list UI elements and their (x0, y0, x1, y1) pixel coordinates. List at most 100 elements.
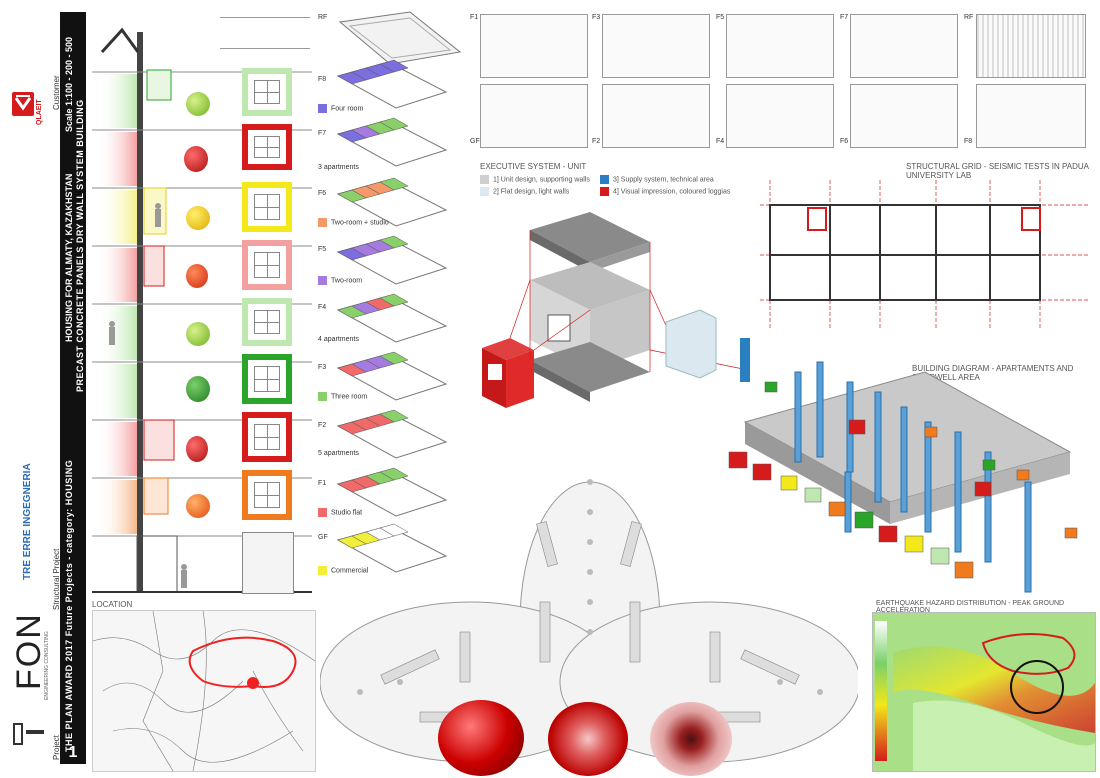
building-diagram-title: BUILDING DIAGRAM - APARTAMENTS AND STAIR… (912, 364, 1074, 382)
red-apple-icon (184, 146, 208, 172)
window (242, 470, 292, 520)
floor-label-f1: F1 (318, 480, 327, 487)
legend-swatch (480, 175, 489, 184)
plan-label: F1 (470, 14, 479, 21)
floor-plan (726, 14, 834, 78)
window (242, 68, 292, 116)
plan-label: F3 (592, 14, 601, 21)
project-value: THE PLAN AWARD 2017 Future Projects - ca… (64, 459, 74, 752)
structural-grid-title: STRUCTURAL GRID - SEISMIC TESTS IN PADUA… (906, 162, 1089, 180)
legend-label: 4] Visual impression, coloured loggias (613, 188, 731, 196)
legend-label: Studio flat (331, 509, 363, 517)
plan-label: F5 (716, 14, 725, 21)
legend-label: Four room (331, 105, 364, 113)
customer-label: Customer (52, 75, 61, 110)
plan-label: F6 (840, 138, 849, 145)
legend-studio-flat: Studio flat (318, 508, 362, 517)
location-title: LOCATION (92, 600, 133, 609)
hazard-scale-bar (875, 621, 887, 761)
floor-label-f2: F2 (318, 422, 327, 429)
executive-exploded-diagram (478, 200, 778, 415)
structural-label: Structural Project (52, 548, 61, 610)
plan-label: GF (470, 138, 480, 145)
plan-label: F8 (964, 138, 973, 145)
window (242, 182, 292, 232)
customer-logo-icon (12, 92, 34, 116)
apple-cross-section-photo (548, 702, 628, 776)
plan-label: F2 (592, 138, 601, 145)
apartment-block (379, 117, 409, 131)
apartment-block (379, 293, 409, 307)
legend-label: Two-room + studio (331, 219, 389, 227)
almaty-marker (247, 677, 259, 689)
floor-plan (726, 84, 834, 148)
key-icon (12, 720, 48, 748)
roof-railing (220, 17, 310, 49)
legend-label: Two-room (331, 277, 363, 285)
executive-item-4: 4] Visual impression, coloured loggias (600, 187, 730, 196)
apple-core-photo (650, 702, 732, 776)
plan-label: F4 (716, 138, 725, 145)
executive-item-3: 3] Supply system, technical area (600, 175, 714, 184)
floor-plan (850, 84, 958, 148)
legend-3-apartments: 3 apartments (318, 164, 359, 171)
window (242, 412, 292, 462)
green-apple-icon (186, 322, 210, 346)
plan-label: F7 (840, 14, 849, 21)
window (242, 240, 292, 290)
apartment-block (379, 59, 409, 73)
title-black-bar: THE PLAN AWARD 2017 Future Projects - ca… (60, 12, 86, 764)
front-elevation (220, 12, 310, 602)
legend-swatch (318, 276, 327, 285)
legend-swatch (318, 104, 327, 113)
legend-swatch (600, 187, 609, 196)
yellow-apple-icon (186, 206, 210, 230)
legend-label: 3] Supply system, technical area (613, 176, 714, 184)
floor-label-rf: RF (318, 14, 328, 21)
legend-three-room: Three room (318, 392, 367, 401)
section-elevation-drawing (92, 12, 312, 602)
customer-logo-text: QLAEIT (36, 99, 43, 125)
floor-plan (480, 84, 588, 148)
masterplan-drawing (320, 452, 858, 772)
legend-swatch (600, 175, 609, 184)
floor-label-f3: F3 (318, 364, 327, 371)
legend-four-room: Four room (318, 104, 363, 113)
apartment-block (379, 177, 409, 191)
apartment-block (379, 409, 409, 423)
orange-apple-icon (186, 494, 210, 518)
floor-plan (602, 14, 710, 78)
structural-grid-plan (760, 180, 1090, 330)
legend-two-room: Two-room (318, 276, 362, 285)
red-apple-icon (186, 264, 208, 288)
legend-4-apartments: 4 apartments (318, 336, 359, 343)
executive-item-1: 1] Unit design, supporting walls (480, 175, 590, 184)
project-scale: Scale 1:100 - 200 - 500 (64, 36, 74, 132)
window (242, 354, 292, 404)
floor-plan (602, 84, 710, 148)
executive-item-2: 2] Flat design, light walls (480, 187, 569, 196)
apartment-block (379, 351, 409, 365)
legend-5-apartments: 5 apartments (318, 450, 359, 457)
floor-stack-diagram (318, 8, 468, 598)
window (242, 298, 292, 346)
floor-plan (976, 84, 1086, 148)
fon-logo-sub: ENGINEERING CONSULTING (44, 631, 50, 700)
entrance-door (242, 532, 294, 594)
floor-label-gf: GF (318, 534, 328, 541)
executive-system-title: EXECUTIVE SYSTEM - UNIT (480, 162, 587, 171)
red-apple-icon (186, 436, 208, 462)
legend-label: 1] Unit design, supporting walls (493, 176, 590, 184)
green-apple-icon (186, 376, 210, 402)
legend-label: Commercial (331, 567, 369, 575)
window (242, 124, 292, 170)
roof-plan (976, 14, 1086, 78)
floor-label-f8: F8 (318, 76, 327, 83)
floor-plans-grid: F1 F3 F5 F7 RF GF F2 F4 F6 F8 (470, 8, 1090, 148)
plan-label: RF (964, 14, 974, 21)
floor-label-f6: F6 (318, 190, 327, 197)
legend-label: 2] Flat design, light walls (493, 188, 570, 196)
floor-plan (850, 14, 958, 78)
legend-swatch (318, 218, 327, 227)
project-title: PRECAST CONCRETE PANELS DRY WALL SYSTEM … (75, 99, 85, 392)
